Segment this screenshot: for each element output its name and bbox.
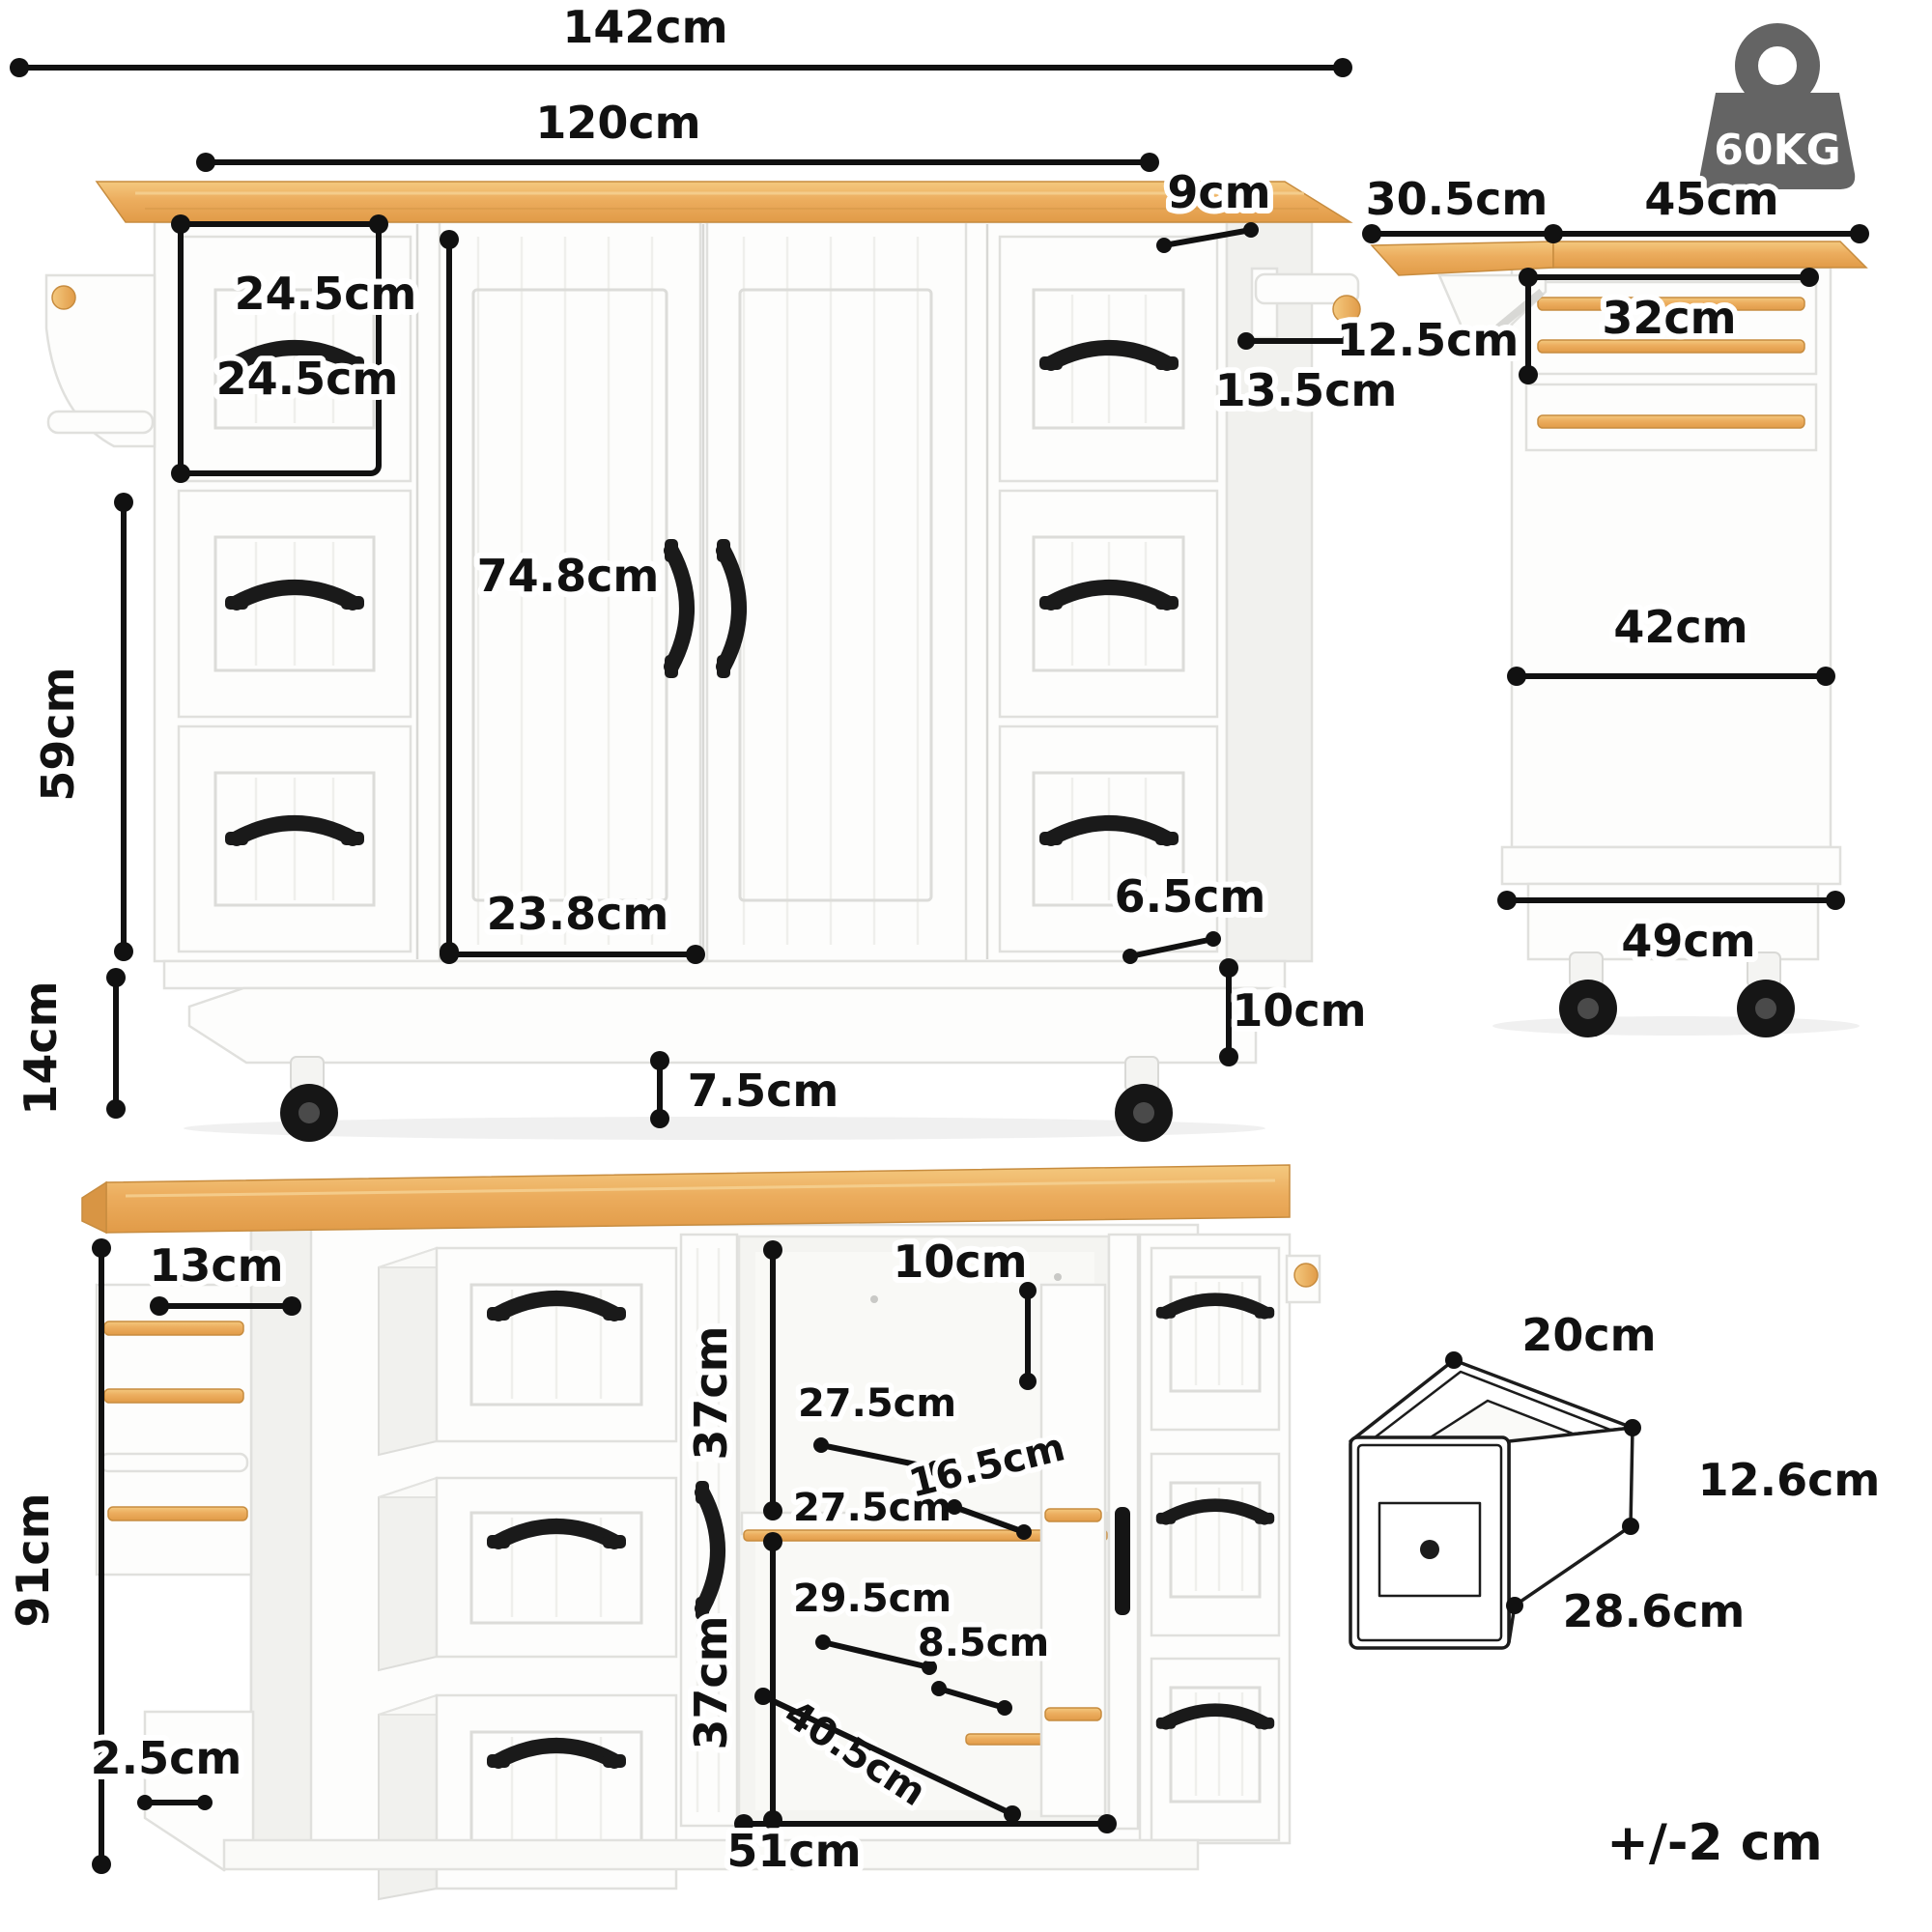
right-towel-bar <box>1254 272 1360 305</box>
dim-upper-inner-height: 37cm <box>685 1325 737 1460</box>
dim-base-inset: 6.5cm <box>1115 870 1266 923</box>
dim-lower-inner-height: 37cm <box>685 1615 737 1749</box>
dim-base-height-left: 14cm <box>14 980 67 1115</box>
dim-lower-cavity-height: 29.5cm <box>793 1577 952 1621</box>
dim-side-top-width: 45cm <box>1644 173 1778 225</box>
dim-lower-shelf-depth: 27.5cm <box>793 1486 952 1530</box>
open-base-strip <box>222 1838 1200 1871</box>
dim-total-width: 142cm <box>562 1 727 53</box>
front-base-plinth <box>187 986 1258 1065</box>
left-towel-bracket <box>44 273 156 448</box>
side-left-caster <box>1558 952 1618 1038</box>
open-view: 91cm 13cm 37cm 37cm 10cm 27.5cm 27.5cm 1… <box>1 1164 1321 1901</box>
open-door-rack <box>1039 1283 1107 1818</box>
front-base-top <box>162 959 1287 990</box>
dim-drawer-height: 24.5cm <box>216 353 399 405</box>
open-left-door <box>679 1233 739 1828</box>
dim-base-height-right: 10cm <box>1232 984 1366 1037</box>
dim-body-height: 59cm <box>32 667 84 801</box>
drawer-knob-icon <box>1420 1540 1439 1559</box>
dim-plinth-inset: 2.5cm <box>91 1732 242 1784</box>
weight-capacity-label: 60KG <box>1714 126 1840 175</box>
dim-rack-width: 32cm <box>1602 292 1736 344</box>
left-wood-knob-icon <box>51 285 76 310</box>
dim-door-width: 23.8cm <box>487 888 669 940</box>
side-view: 60KG 30.5cm 45cm 32cm 12.5 <box>1331 23 1869 1038</box>
dim-wheel-clearance: 7.5cm <box>688 1065 839 1117</box>
side-base-top <box>1500 845 1842 886</box>
dim-rack-offset: 13.5cm <box>1215 364 1398 416</box>
open-wood-knob-icon <box>1293 1263 1319 1288</box>
dim-door-rack-depth: 10cm <box>893 1236 1027 1288</box>
drawer-detail-view: 20cm 12.6cm 28.6cm <box>1349 1303 1886 1650</box>
side-countertop <box>1552 241 1868 269</box>
open-right-door <box>1107 1233 1140 1831</box>
right-wood-knob-icon <box>1332 295 1361 324</box>
open-left-rack <box>95 1283 253 1577</box>
dim-top-width: 120cm <box>535 97 700 149</box>
dim-drawer-box <box>178 221 382 476</box>
dim-upper-shelf-depth: 27.5cm <box>798 1381 956 1426</box>
dim-rail-depth: 13cm <box>149 1239 283 1292</box>
front-countertop <box>95 181 1353 223</box>
open-pulled-drawers <box>378 1246 678 1901</box>
dim-base-depth: 49cm <box>1621 915 1755 967</box>
dim-total-height: 91cm <box>7 1492 59 1627</box>
dim-cabinet-depth: 42cm <box>1613 601 1747 653</box>
front-view: 142cm 120cm 9cm 24.5cm 24.5cm 74.8cm 59c… <box>9 0 1403 1143</box>
dim-leaf-drop: 12.5cm <box>1337 314 1520 366</box>
dim-rack-rail-depth: 8.5cm <box>918 1621 1049 1665</box>
dim-inner-width: 51cm <box>726 1825 861 1877</box>
dim-door-height: 74.8cm <box>477 550 660 602</box>
dim-leaf-width: 30.5cm <box>1366 173 1548 225</box>
tolerance-note: +/-2 cm <box>1606 1814 1822 1872</box>
front-right-caster <box>1114 1056 1174 1143</box>
open-countertop <box>105 1164 1291 1234</box>
left-towel-bar <box>46 410 155 435</box>
front-right-drawers <box>985 224 1219 959</box>
weight-capacity-icon: 60KG <box>1699 23 1856 189</box>
dim-drawer-height: 12.6cm <box>1698 1454 1881 1506</box>
open-right-drawers <box>1138 1233 1292 1845</box>
side-base-plinth <box>1526 882 1820 961</box>
front-left-drawers <box>177 224 419 959</box>
dim-top-overhang: 9cm <box>1167 166 1270 218</box>
dim-drawer-width: 24.5cm <box>235 268 417 320</box>
dim-drawer-depth: 28.6cm <box>1563 1585 1746 1637</box>
open-left-side-panel <box>249 1223 313 1845</box>
front-left-caster <box>279 1056 339 1143</box>
dim-drawer-width: 20cm <box>1521 1309 1656 1361</box>
front-doors <box>438 220 968 963</box>
